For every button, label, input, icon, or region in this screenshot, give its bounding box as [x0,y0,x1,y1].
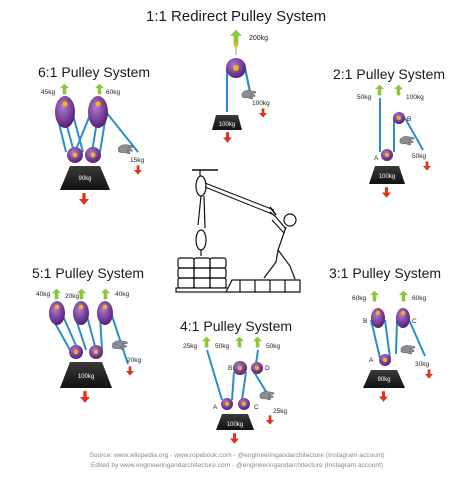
pull-arrow-icon [259,108,267,118]
six-system-title: 6:1 Pulley System [38,64,151,80]
two-to-one-pulley-system: 50kg 100kg B A 50kg 100kg [357,84,431,198]
rope-network [50,315,129,365]
two-anchor-left-label: 50kg [357,94,371,101]
pulling-hand-icon [241,90,257,100]
anchor-arrow-icon [202,336,211,348]
five-anchor-left-label: 40kg [36,291,50,298]
hoist-illustration [175,169,301,293]
four-label-c: C [254,404,259,411]
weight-block [212,115,242,130]
pulley-wheel [55,96,75,128]
six-to-one-pulley-system: 45kg 60kg 15kg 90kg [41,83,144,205]
two-system-title: 2:1 Pulley System [333,66,446,82]
pulling-hand-icon [400,345,416,355]
four-system-title: 4:1 Pulley System [180,318,293,334]
anchor-arrow-icon [375,84,384,96]
anchor-arrow-icon [394,84,403,96]
redirect-top-load-label: 200kg [249,35,268,42]
five-anchor-right-label: 40kg [115,291,129,298]
three-label-a: A [369,357,374,364]
anchor-arrow-icon [253,336,262,348]
four-label-d: D [265,365,270,372]
five-anchor-mid-label: 20kg [65,293,79,300]
anchor-arrow-icon [101,288,110,300]
weight-block [363,370,405,388]
three-label-b: B [363,318,367,325]
anchor-arrow-icon [399,290,408,302]
two-anchor-right-label: 100kg [406,94,424,101]
anchor-arrow-icon [235,336,244,348]
two-pull-label: 50kg [412,153,426,160]
weight-block [369,166,405,184]
rope-network [379,98,424,152]
pulling-hand-icon [399,136,415,146]
load-arrow-icon [223,132,232,143]
pull-arrow-icon [425,369,433,379]
rope-network [206,349,271,401]
two-label-b: B [407,116,411,123]
redirect-weight-label: 100kg [219,122,235,128]
four-label-b: B [228,365,232,372]
rope-line [243,67,252,93]
anchor-arrow-icon [95,83,104,95]
pulley-wheel [97,301,113,325]
three-to-one-pulley-system: 60kg 60kg B C A 30kg 90kg [352,290,433,402]
weight-block [216,414,254,430]
three-label-c: C [412,318,417,325]
pulley-wheel [73,301,89,325]
four-anchor-mid-label: 50kg [215,343,229,350]
six-weight-label: 90kg [78,176,91,182]
pulling-hand-icon [112,340,128,351]
three-anchor-right-label: 60kg [412,295,426,302]
weight-block [60,362,112,388]
pull-arrow-icon [266,415,274,425]
three-pull-label: 30kg [415,361,429,368]
four-pull-label: 25kg [273,408,287,415]
five-to-one-pulley-system: 40kg 20kg 40kg 20kg [36,288,141,403]
pull-arrow-icon [423,161,431,171]
two-weight-label: 100kg [379,174,395,180]
four-anchor-left-label: 25kg [183,343,197,350]
five-weight-label: 100kg [78,374,94,380]
anchor-arrow-icon [370,290,379,302]
load-arrow-icon [79,193,89,205]
editor-credit: Edited by www.engineeringandarchitecture… [90,462,384,469]
pulley-wheel [371,308,385,328]
anchor-arrow-icon [230,29,242,45]
load-arrow-icon [382,187,391,198]
three-system-title: 3:1 Pulley System [329,265,442,281]
redirect-system-title: 1:1 Redirect Pulley System [146,8,327,25]
five-pull-label: 20kg [127,357,141,364]
redirect-pull-label: 100kg [252,100,270,107]
pulling-hand-icon [259,391,275,401]
rope-network [370,319,426,359]
three-anchor-left-label: 60kg [352,295,366,302]
six-pull-label: 15kg [130,157,144,164]
pulley-wheel [396,308,410,328]
four-label-a: A [213,404,218,411]
pulling-hand-icon [118,144,134,155]
weight-block [60,166,110,190]
six-anchor-left-label: 45kg [41,89,55,96]
anchor-arrow-icon [60,83,69,95]
load-arrow-icon [80,391,90,403]
redirect-pulley-system: 200kg 100kg 100kg [212,29,270,143]
pull-arrow-icon [134,165,142,175]
five-system-title: 5:1 Pulley System [32,265,145,281]
three-weight-label: 90kg [377,377,390,383]
six-anchor-right-label: 60kg [106,89,120,96]
four-weight-label: 100kg [227,422,243,428]
four-anchor-right-label: 50kg [266,343,280,350]
source-credit: Source: www.wikipedia.org - www.ropebook… [89,452,385,459]
two-label-a: A [374,155,379,162]
anchor-arrow-icon [52,288,61,300]
load-arrow-icon [379,391,388,402]
pulley-wheel [88,96,108,128]
load-arrow-icon [230,433,239,444]
pulley-wheel [49,301,65,325]
four-to-one-pulley-system: 25kg 50kg 50kg B D A C 25kg [183,336,287,444]
pull-arrow-icon [126,366,134,376]
